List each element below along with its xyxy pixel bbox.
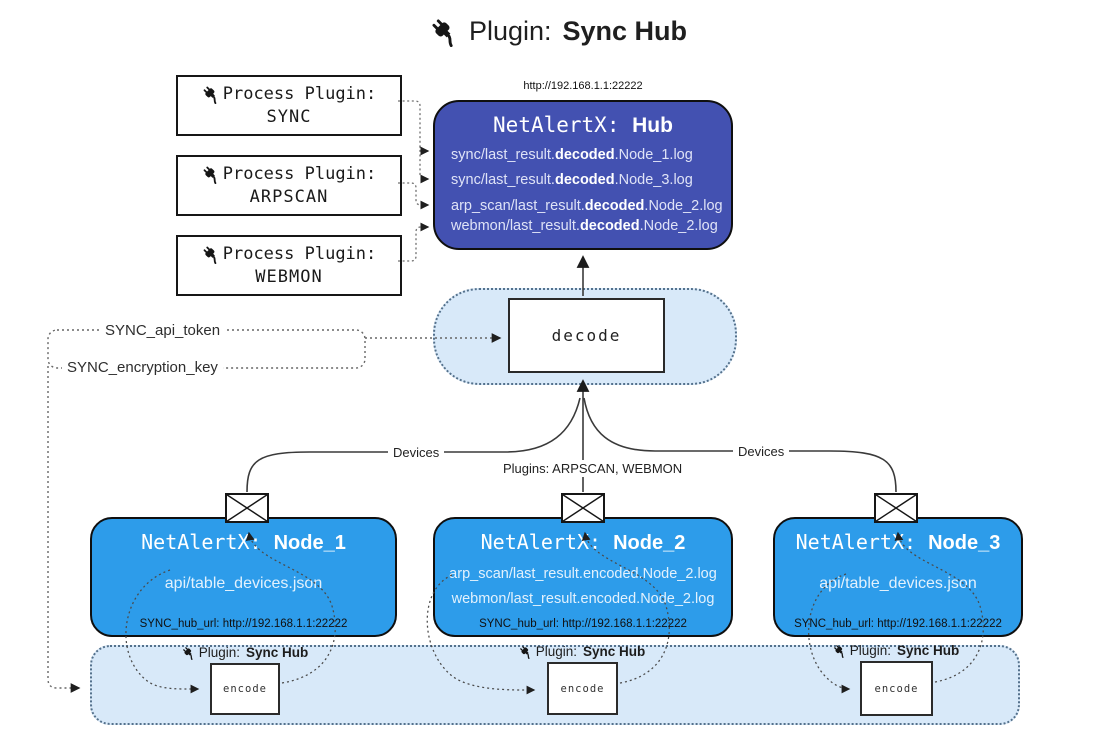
hub-title-prefix: NetAlertX: [493, 113, 620, 137]
encode-box: encode [210, 663, 280, 715]
node-title: NetAlertX: Node_2 [480, 530, 686, 554]
node-files: api/table_devices.json [819, 575, 977, 592]
edge-webmon-to-hub [398, 222, 430, 262]
hub-box: NetAlertX: Hub sync/last_result.decoded.… [433, 100, 733, 250]
process-plugin-box-arpscan: Process Plugin: ARPSCAN [176, 155, 402, 216]
hub-file-line: webmon/last_result.decoded.Node_2.log [451, 218, 718, 235]
process-plugin-label: Process Plugin: [222, 83, 377, 104]
edge-secrets-to-encoders [47, 366, 81, 693]
hub-file-line: arp_scan/last_result.decoded.Node_2.log [451, 197, 723, 214]
plug-icon [519, 645, 533, 659]
node-files: api/table_devices.json [164, 575, 323, 592]
process-plugin-name: WEBMON [255, 266, 323, 287]
process-plugin-label: Process Plugin: [222, 243, 377, 264]
process-plugin-box-webmon: Process Plugin: WEBMON [176, 235, 402, 296]
encode-box: encode [547, 662, 618, 715]
plug-icon [202, 165, 221, 184]
plugin-link-lines [398, 100, 430, 262]
plug-icon [202, 85, 221, 104]
decode-box: decode [508, 298, 665, 373]
node-hub-url: SYNC_hub_url: http://192.168.1.1:22222 [794, 618, 1002, 630]
process-plugin-label: Process Plugin: [222, 163, 377, 184]
node-title: NetAlertX: Node_3 [795, 530, 1001, 554]
edge-sync-to-hub-1 [419, 145, 430, 156]
edge-arpscan-to-hub [398, 182, 430, 210]
node-files: arp_scan/last_result.encoded.Node_2.log … [449, 566, 717, 607]
hub-title: NetAlertX: Hub [445, 113, 721, 138]
hub-url: http://192.168.1.1:22222 [523, 80, 643, 92]
node-hub-url: SYNC_hub_url: http://192.168.1.1:22222 [479, 618, 687, 630]
node-3-box: NetAlertX: Node_3 api/table_devices.json… [773, 517, 1023, 637]
edge-label-devices-right: Devices [733, 443, 790, 460]
secret-encryption-key-label: SYNC_encryption_key [62, 359, 223, 376]
edge-label-devices-left: Devices [388, 444, 445, 461]
node-2-box: NetAlertX: Node_2 arp_scan/last_result.e… [433, 517, 733, 637]
page-title: Plugin: Sync Hub [0, 16, 1117, 47]
plug-icon [833, 644, 847, 658]
encode-plugin-label: Plugin:Sync Hub [497, 644, 667, 659]
process-plugin-name: ARPSCAN [249, 186, 329, 207]
hub-title-name: Hub [632, 114, 673, 137]
plug-icon [182, 646, 196, 660]
node-hub-url: SYNC_hub_url: http://192.168.1.1:22222 [139, 618, 348, 630]
encode-box: encode [860, 661, 933, 716]
process-plugin-box-sync: Process Plugin: SYNC [176, 75, 402, 136]
process-plugin-name: SYNC [266, 106, 312, 127]
hub-file-line: sync/last_result.decoded.Node_3.log [451, 172, 693, 189]
node-1-box: NetAlertX: Node_1 api/table_devices.json… [90, 517, 397, 637]
node-title: NetAlertX: Node_1 [141, 530, 346, 554]
page-title-label: Plugin: [468, 16, 552, 46]
page-title-name: Sync Hub [562, 16, 688, 46]
edge-label-plugins-mid: Plugins: ARPSCAN, WEBMON [498, 460, 688, 477]
encode-plugin-label: Plugin:Sync Hub [811, 643, 981, 658]
encode-plugin-label: Plugin:Sync Hub [160, 645, 330, 660]
plug-icon [430, 17, 460, 47]
edge-sync-to-hub-2 [398, 100, 430, 184]
plug-icon [202, 245, 221, 264]
secret-api-token-label: SYNC_api_token [100, 322, 226, 339]
hub-file-line: sync/last_result.decoded.Node_1.log [451, 147, 693, 163]
